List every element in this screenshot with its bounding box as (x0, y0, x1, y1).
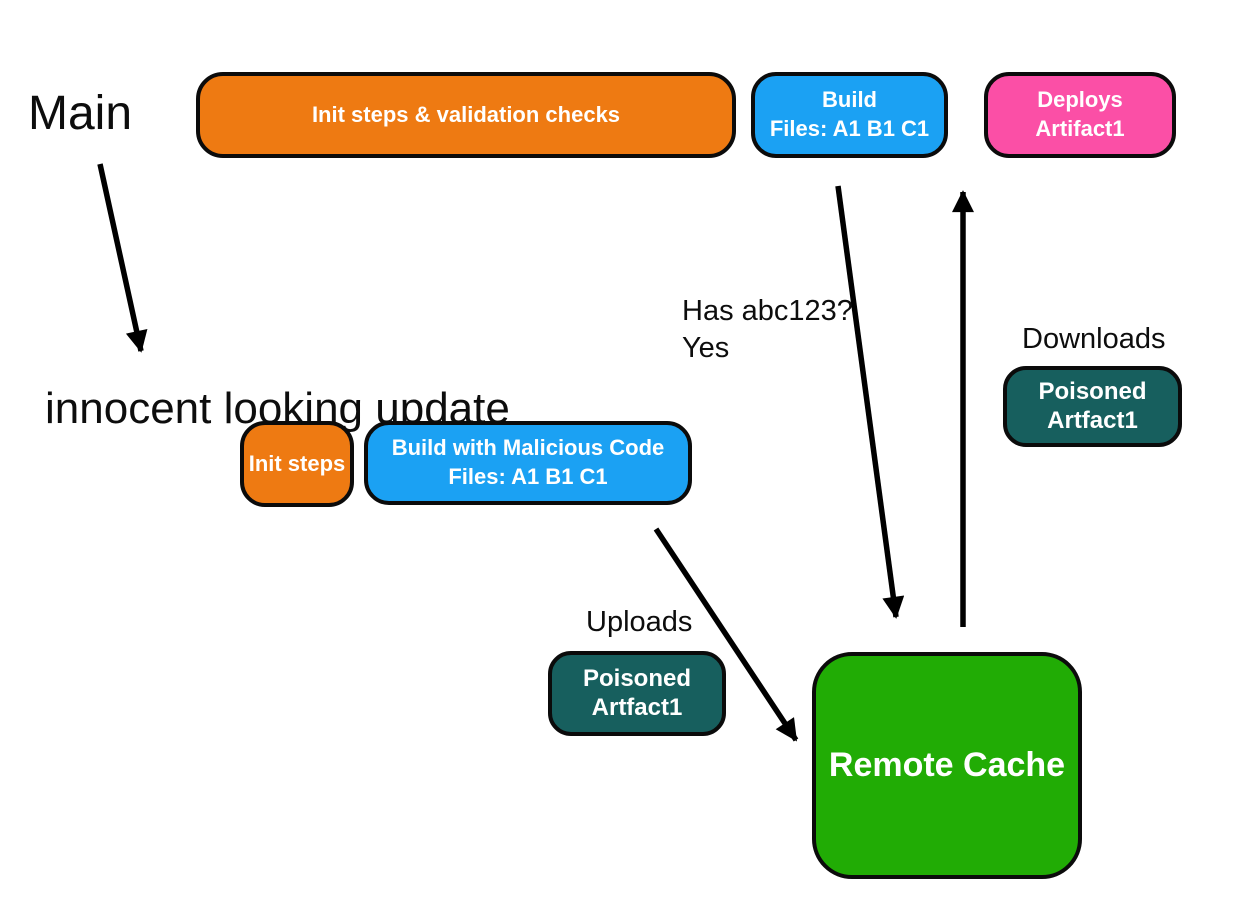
node-label: Deploys (1037, 87, 1123, 113)
node-poisoned-artifact-upload: Poisoned Artfact1 (548, 651, 726, 736)
node-remote-cache: Remote Cache (812, 652, 1082, 879)
annotation-downloads: Downloads (1022, 323, 1166, 355)
node-build: Build Files: A1 B1 C1 (751, 72, 948, 158)
annotation-line: Has abc123? (682, 295, 853, 327)
arrow-main-to-update (97, 163, 148, 353)
node-label: Poisoned (1038, 377, 1147, 405)
node-label: Files: A1 B1 C1 (448, 464, 608, 489)
node-label: Artfact1 (591, 693, 683, 721)
arrow-build-to-cache (835, 185, 905, 619)
node-label: Build (822, 87, 877, 113)
node-label: Artifact1 (1035, 116, 1125, 141)
node-init-steps: Init steps (240, 421, 354, 507)
node-label: Artfact1 (1047, 406, 1138, 434)
node-deploys-artifact1: Deploys Artifact1 (984, 72, 1176, 158)
node-label: Init steps & validation checks (311, 101, 621, 127)
annotation-has-abc123: Has abc123? Yes (682, 293, 853, 366)
node-label: Files: A1 B1 C1 (769, 116, 930, 141)
branch-label-main: Main (28, 87, 133, 140)
node-label: Remote Cache (828, 746, 1066, 785)
node-init-validation-checks: Init steps & validation checks (196, 72, 736, 158)
node-poisoned-artifact-download: Poisoned Artfact1 (1003, 366, 1182, 447)
branch-label-line: innocent (45, 384, 212, 433)
annotation-line: Yes (682, 331, 730, 364)
node-label: Init steps (248, 450, 346, 476)
node-build-with-malicious-code: Build with Malicious Code Files: A1 B1 C… (364, 421, 692, 505)
node-label: Poisoned (582, 664, 691, 692)
annotation-uploads: Uploads (586, 606, 693, 638)
node-label: Build with Malicious Code (391, 435, 665, 461)
